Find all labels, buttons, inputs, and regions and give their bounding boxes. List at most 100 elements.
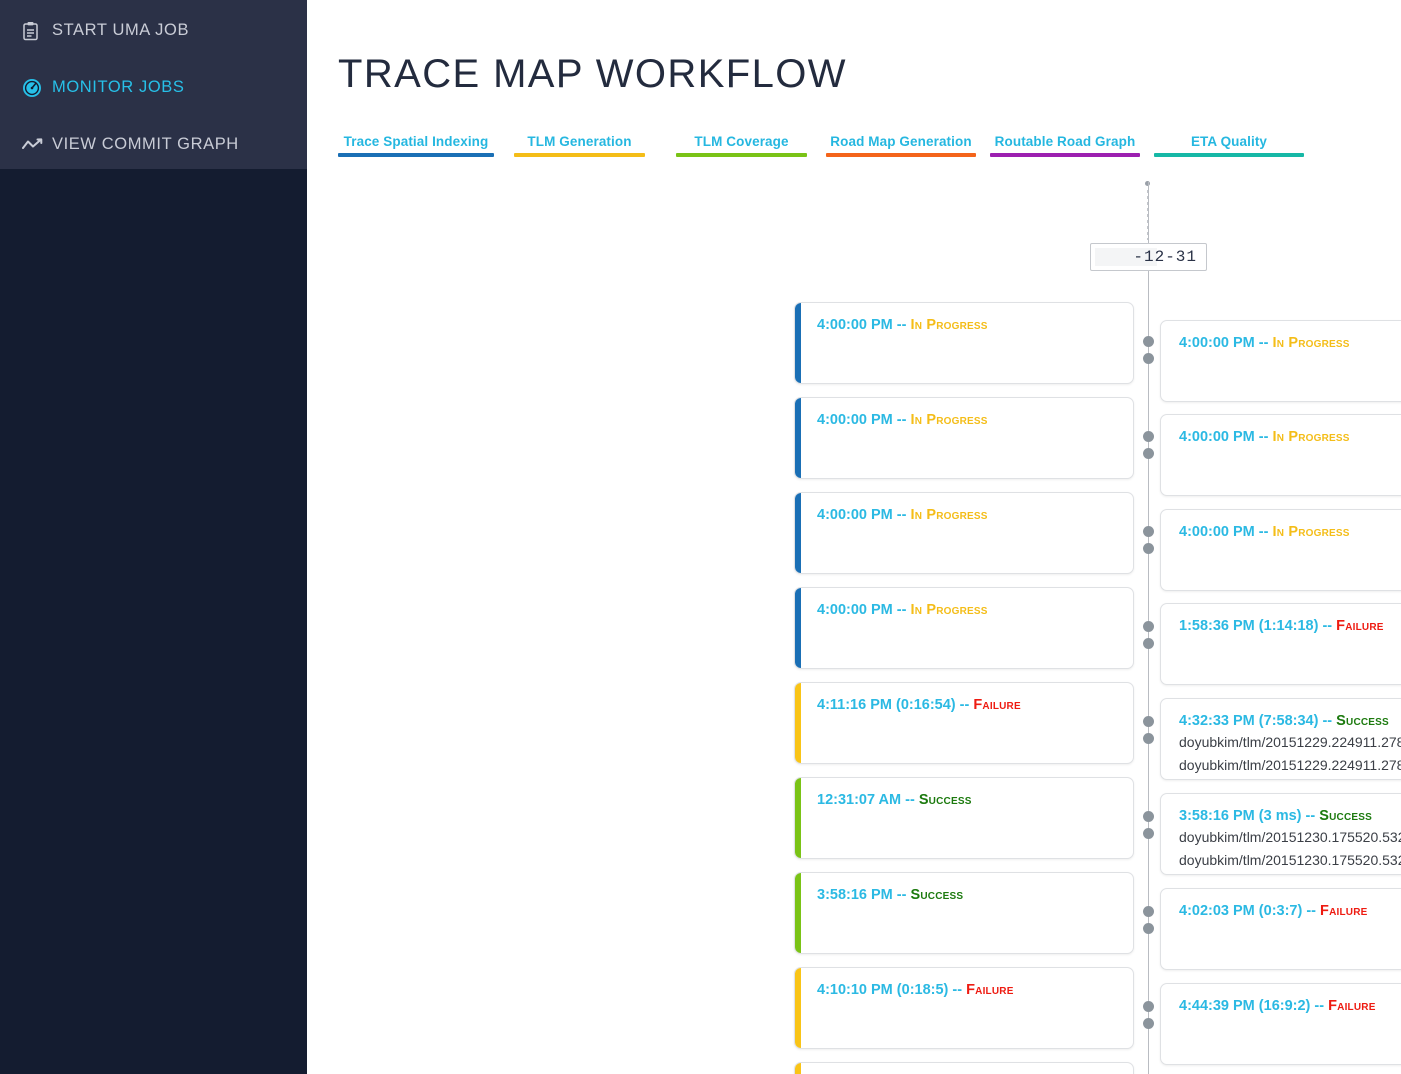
timeline-event-card[interactable]: 4:00:00 PM -- In Progress — [1160, 414, 1401, 496]
card-body: 4:00:00 PM -- In Progress — [795, 398, 1133, 437]
timeline-dot[interactable] — [1143, 733, 1154, 744]
card-status-bar — [795, 398, 801, 478]
tab-tlm-generation[interactable]: TLM Generation — [514, 134, 645, 157]
timeline-axis-cap — [1145, 181, 1150, 186]
status-badge: Failure — [1320, 903, 1368, 919]
card-body: 4:00:00 PM -- In Progress — [1161, 510, 1401, 549]
timeline-dot[interactable] — [1143, 923, 1154, 934]
card-status-bar — [795, 493, 801, 573]
timeline-event-card[interactable]: 1:58:36 PM (1:14:18) -- Failure — [1160, 603, 1401, 685]
tab-label: ETA Quality — [1190, 134, 1268, 149]
event-separator: -- — [948, 982, 967, 998]
tab-label: TLM Generation — [527, 134, 632, 149]
event-time: 4:00:00 PM — [1179, 335, 1255, 351]
timeline-dot[interactable] — [1143, 448, 1154, 459]
tab-underline — [990, 153, 1140, 157]
card-path-list: doyubkim/tlm/20151229.224911.278140…doyu… — [1179, 731, 1401, 779]
tab-underline — [338, 153, 494, 157]
timeline-dot[interactable] — [1143, 811, 1154, 822]
timeline-dot[interactable] — [1143, 1001, 1154, 1012]
path-item: doyubkim/tlm/20151230.175520.532251… — [1179, 852, 1401, 868]
timeline-dot[interactable] — [1143, 353, 1154, 364]
timeline-event-card[interactable]: 4:11:16 PM (0:16:54) -- Failure — [794, 682, 1134, 764]
timeline-event-card[interactable]: 12:31:07 AM -- Success — [794, 777, 1134, 859]
sidebar-nav: START UMA JOB MONITOR JOBS — [0, 0, 307, 169]
status-badge: In Progress — [910, 602, 988, 618]
status-badge: Failure — [973, 697, 1021, 713]
timeline-event-card[interactable]: 4:02:03 PM (0:3:7) -- Failure — [1160, 888, 1401, 970]
card-header: 4:00:00 PM -- In Progress — [817, 411, 1117, 429]
event-time: 1:58:36 PM — [1179, 618, 1255, 634]
timeline-event-card[interactable]: 4:10:10 PM (0:18:5) -- Failure — [794, 967, 1134, 1049]
event-separator: -- — [1254, 429, 1273, 445]
timeline-dot[interactable] — [1143, 621, 1154, 632]
tab-underline — [676, 153, 807, 157]
timeline-event-card[interactable]: 4:00:00 PM -- In Progress — [794, 587, 1134, 669]
sidebar-item-start-uma-job[interactable]: START UMA JOB — [0, 2, 307, 59]
status-badge: In Progress — [1272, 335, 1350, 351]
timeline-event-card[interactable]: 4:00:00 PM -- In Progress — [1160, 320, 1401, 402]
card-header: 4:00:00 PM -- In Progress — [1179, 334, 1401, 352]
sidebar: START UMA JOB MONITOR JOBS — [0, 0, 307, 1074]
trending-line-icon — [22, 137, 52, 152]
page-title: TRACE MAP WORKFLOW — [338, 52, 847, 96]
card-body: 4:00:00 PM -- In Progress — [1161, 415, 1401, 454]
card-header: 4:00:00 PM -- In Progress — [817, 316, 1117, 334]
event-time: 4:00:00 PM — [817, 317, 893, 333]
timeline-dot[interactable] — [1143, 828, 1154, 839]
status-badge: Failure — [1328, 998, 1376, 1014]
timeline-date-badge[interactable]: -12-31 — [1090, 243, 1207, 271]
card-body: 4:10:10 PM (0:18:5) -- Failure — [795, 968, 1133, 1007]
timeline-event-card[interactable]: 3:58:16 PM -- Success — [794, 872, 1134, 954]
timeline-event-card[interactable]: 4:44:39 PM (16:9:2) -- Failure — [1160, 983, 1401, 1065]
card-body: 4:44:39 PM (16:9:2) -- Failure — [1161, 984, 1401, 1023]
event-time: 4:00:00 PM — [1179, 524, 1255, 540]
tab-routable-road-graph[interactable]: Routable Road Graph — [990, 134, 1140, 157]
timeline-dot[interactable] — [1143, 336, 1154, 347]
card-header: 4:00:00 PM -- In Progress — [817, 601, 1117, 619]
timeline-dot[interactable] — [1143, 526, 1154, 537]
timeline-event-card[interactable]: 4:00:00 PM -- In Progress — [1160, 509, 1401, 591]
event-separator: -- — [1318, 618, 1337, 634]
event-separator: -- — [892, 602, 911, 618]
event-separator: -- — [955, 697, 974, 713]
card-header: 12:31:07 AM -- Success — [817, 791, 1117, 809]
timeline-dot[interactable] — [1143, 906, 1154, 917]
event-duration: (7:58:34) — [1258, 713, 1319, 729]
timeline-event-card[interactable]: 4:00:00 PM -- In Progress — [794, 397, 1134, 479]
timeline-event-card[interactable]: 4:00:00 PM -- In Progress — [794, 302, 1134, 384]
card-header: 4:32:33 PM (7:58:34) -- Success — [1179, 712, 1401, 730]
card-header: 4:00:00 PM -- In Progress — [817, 506, 1117, 524]
event-duration: (3 ms) — [1258, 808, 1302, 824]
timeline-event-card[interactable]: 4:00:00 PM -- In Progress — [794, 492, 1134, 574]
path-item: doyubkim/tlm/20151229.224911.278140… — [1179, 777, 1401, 779]
timeline-dot[interactable] — [1143, 716, 1154, 727]
tab-tlm-coverage[interactable]: TLM Coverage — [676, 134, 807, 157]
tab-trace-spatial-indexing[interactable]: Trace Spatial Indexing — [338, 134, 494, 157]
timeline-dot[interactable] — [1143, 1018, 1154, 1029]
status-badge: Failure — [966, 982, 1014, 998]
status-badge: In Progress — [910, 507, 988, 523]
tab-road-map-generation[interactable]: Road Map Generation — [826, 134, 976, 157]
event-time: 4:00:00 PM — [1179, 429, 1255, 445]
event-separator: -- — [892, 412, 911, 428]
status-badge: Success — [910, 887, 964, 903]
event-duration: (0:18:5) — [896, 982, 949, 998]
timeline-dot[interactable] — [1143, 638, 1154, 649]
event-time: 3:58:16 PM — [817, 887, 893, 903]
date-label: -12-31 — [1133, 248, 1197, 266]
card-status-bar — [795, 968, 801, 1048]
event-time: 4:00:00 PM — [817, 507, 893, 523]
timeline-event-card[interactable] — [794, 1062, 1134, 1074]
event-time: 4:10:10 PM — [817, 982, 893, 998]
timeline-dot[interactable] — [1143, 431, 1154, 442]
tab-underline — [1154, 153, 1304, 157]
sidebar-item-monitor-jobs[interactable]: MONITOR JOBS — [0, 59, 307, 116]
timeline-dot[interactable] — [1143, 543, 1154, 554]
tab-eta-quality[interactable]: ETA Quality — [1154, 134, 1304, 157]
sidebar-item-view-commit-graph[interactable]: VIEW COMMIT GRAPH — [0, 116, 307, 173]
